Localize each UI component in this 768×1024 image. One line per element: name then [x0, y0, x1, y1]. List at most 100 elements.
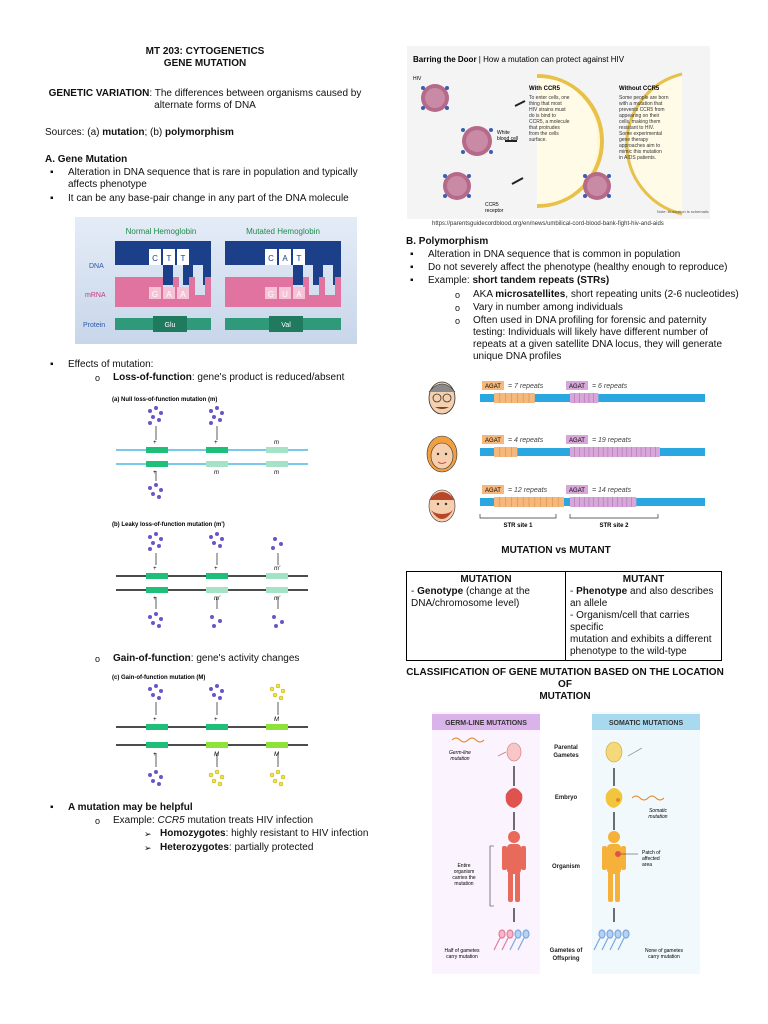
- glu-label: Glu: [165, 322, 176, 329]
- agat-tag-2: [566, 435, 588, 444]
- null-lof-products: [148, 406, 224, 499]
- mutated-mrna-base-1: G: [268, 290, 274, 299]
- gene-mutation-bullet-2: It can be any base-pair change in any pa…: [50, 193, 349, 205]
- allele-label: m': [214, 596, 221, 602]
- gof-definition: : gene's activity changes: [190, 653, 300, 664]
- mutated-dna-base-1: C: [268, 254, 274, 263]
- germline-offspring-gametes: [493, 929, 514, 951]
- leaky-lof-title: (b) Leaky loss-of-function mutation (m'): [112, 522, 225, 528]
- mutated-dna-base-3: T: [297, 254, 302, 263]
- allele-label: +: [214, 566, 218, 572]
- mutated-mrna-base-2: U: [282, 290, 288, 299]
- normal-hemoglobin-label: Normal Hemoglobin: [126, 227, 197, 236]
- somatic-header-bar: [592, 714, 700, 730]
- gene-mutation-heading: A. Gene Mutation: [45, 154, 128, 165]
- subpoint-line: unique DNA profiles: [473, 351, 562, 362]
- gene-box: [266, 461, 288, 467]
- bullet-text-2: affects phenotype: [68, 179, 147, 190]
- str-subpoint-3: Often used in DNA profiling for forensic…: [455, 315, 722, 363]
- germline-title: GERM-LINE MUTATIONS: [445, 720, 527, 727]
- gene-box: [146, 573, 168, 579]
- course-title: MT 203: CYTOGENETICS: [145, 46, 265, 57]
- lof-term: Loss-of-function: [113, 372, 192, 383]
- mutant-def-2: mutation and exhibits a different: [570, 634, 712, 645]
- normal-mrna-base-1: G: [152, 290, 158, 299]
- gain-of-function-figure: (c) Gain-of-function mutation (M) + + M …: [112, 675, 308, 787]
- mutated-mrna-strand: [225, 277, 341, 307]
- mutation-header: MUTATION: [460, 574, 512, 585]
- null-lof-title: (a) Null loss-of-function mutation (m): [112, 397, 217, 403]
- gain-of-function-products: [208, 683, 286, 787]
- allele-label: +: [214, 440, 218, 446]
- gene-box: [206, 447, 228, 453]
- example-rest: mutation treats HIV infection: [184, 815, 314, 826]
- allele-label: m': [274, 566, 281, 572]
- without-ccr5-heading: Without CCR5: [619, 86, 660, 92]
- gene-box: [146, 587, 168, 593]
- normal-dna-base-3: T: [181, 254, 186, 263]
- classification-title-line-2: MUTATION: [539, 691, 591, 702]
- gene-box: [206, 742, 228, 748]
- normal-dna-base-2: T: [167, 254, 172, 263]
- genotype-def-2: DNA/chromosome level): [411, 598, 520, 609]
- loss-of-function-item: Loss-of-function: gene's product is redu…: [95, 372, 344, 384]
- normal-mrna-strand: [115, 277, 211, 307]
- genetic-variation-term: GENETIC VARIATION: [48, 88, 150, 99]
- gene-box: [266, 724, 288, 730]
- aka-prefix: AKA: [473, 289, 496, 300]
- gene-box: [206, 587, 228, 593]
- germline-gamete: [506, 742, 522, 762]
- mutant-def-1: - Organism/cell that carries specific: [570, 610, 690, 633]
- site1-label: STR site 1: [503, 523, 533, 529]
- mrna-label: mRNA: [85, 292, 106, 299]
- repeat-count-site1: = 4 repeats: [508, 437, 544, 444]
- repeat-count-site2: = 6 repeats: [592, 383, 628, 390]
- germline-panel: [432, 712, 540, 974]
- hiv-label: HIV: [413, 76, 422, 82]
- subpoint-line: Often used in DNA profiling for forensic…: [473, 315, 707, 326]
- hemoglobin-figure: Normal Hemoglobin Mutated Hemoglobin DNA…: [75, 217, 357, 344]
- site2-label: STR site 2: [599, 523, 629, 529]
- effects-heading: Effects of mutation:: [50, 359, 154, 371]
- somatic-offspring-gametes: [593, 929, 630, 951]
- page-title: MT 203: CYTOGENETICS GENE MUTATION: [90, 46, 320, 70]
- heterozygotes-term: Heterozygotes: [160, 842, 229, 853]
- leaky-lof-products: [148, 532, 284, 628]
- classification-title: CLASSIFICATION OF GENE MUTATION BASED ON…: [402, 667, 728, 703]
- str-subpoint-2: Vary in number among individuals: [455, 302, 623, 314]
- agat-tag-1: [482, 381, 504, 390]
- mutation-vs-mutant-title: MUTATION vs MUTANT: [501, 545, 611, 556]
- germline-header-bar: [432, 714, 540, 730]
- example-prefix: Example:: [428, 275, 473, 286]
- allele-label: +: [214, 717, 218, 723]
- agat-tag-1: [482, 485, 504, 494]
- val-label: Val: [281, 322, 291, 329]
- mutant-desc: - Phenotype and also describes an allele…: [570, 586, 714, 657]
- source-url: https://parentsguidecordblood.org/en/new…: [432, 221, 664, 227]
- helpful-heading: A mutation may be helpful: [50, 802, 193, 814]
- gene-box: [146, 447, 168, 453]
- polymorphism-heading: B. Polymorphism: [406, 236, 489, 247]
- mutated-mrna-base-3: A: [296, 290, 302, 299]
- allele-label: m: [274, 440, 279, 446]
- gene-box: [266, 742, 288, 748]
- mutant-header: MUTANT: [622, 574, 665, 585]
- polymorphism-bullet-1: Alteration in DNA sequence that is commo…: [410, 249, 680, 261]
- agat-label: AGAT: [569, 384, 585, 390]
- mutated-dna-strand: [225, 241, 341, 285]
- phenotype-term: Phenotype: [576, 586, 628, 597]
- ccr5-gene: CCR5: [157, 815, 185, 826]
- gene-box: [146, 724, 168, 730]
- mutant-cell: MUTANT - Phenotype and also describes an…: [565, 571, 722, 661]
- polymorphism-bullet-3: Example: short tandem repeats (STRs): [410, 275, 609, 287]
- gene-box: [206, 724, 228, 730]
- allele-label: m: [274, 470, 279, 476]
- person-3-face: [428, 489, 456, 523]
